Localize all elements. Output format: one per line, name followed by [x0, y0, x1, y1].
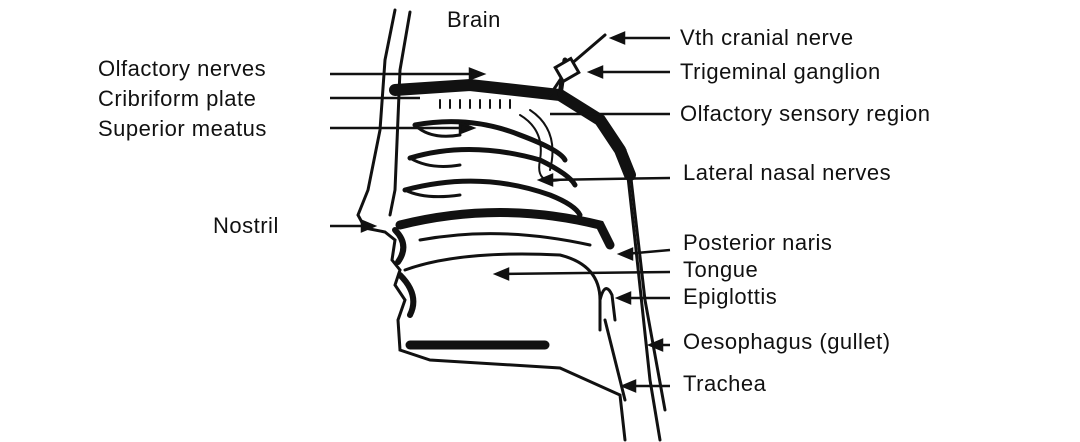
label-vth-cranial-nerve: Vth cranial nerve	[680, 25, 854, 50]
face-profile	[356, 8, 627, 442]
label-tongue: Tongue	[683, 257, 759, 282]
cribriform-plate	[389, 78, 636, 181]
palate	[395, 208, 615, 250]
label-brain: Brain	[447, 7, 501, 32]
label-superior-meatus: Superior meatus	[98, 116, 267, 141]
label-trachea: Trachea	[683, 371, 767, 396]
superior-concha	[412, 119, 568, 163]
label-cribriform-plate: Cribriform plate	[98, 86, 257, 111]
label-oesophagus: Oesophagus (gullet)	[683, 329, 891, 354]
label-epiglottis: Epiglottis	[683, 284, 778, 309]
trigeminal-ganglion	[553, 56, 581, 84]
label-posterior-naris: Posterior naris	[683, 230, 833, 255]
leader-lines	[330, 31, 671, 393]
label-olfactory-nerves: Olfactory nerves	[98, 56, 267, 81]
pharynx-back-wall	[623, 148, 662, 442]
label-olfactory-sensory-region: Olfactory sensory region	[680, 101, 931, 126]
tongue	[403, 252, 602, 332]
epiglottis	[598, 287, 617, 322]
label-trigeminal-ganglion: Trigeminal ganglion	[680, 59, 881, 84]
middle-concha	[407, 147, 578, 188]
label-nostril: Nostril	[213, 213, 279, 238]
inferior-concha	[402, 178, 583, 218]
label-lateral-nasal-nerves: Lateral nasal nerves	[683, 160, 892, 185]
